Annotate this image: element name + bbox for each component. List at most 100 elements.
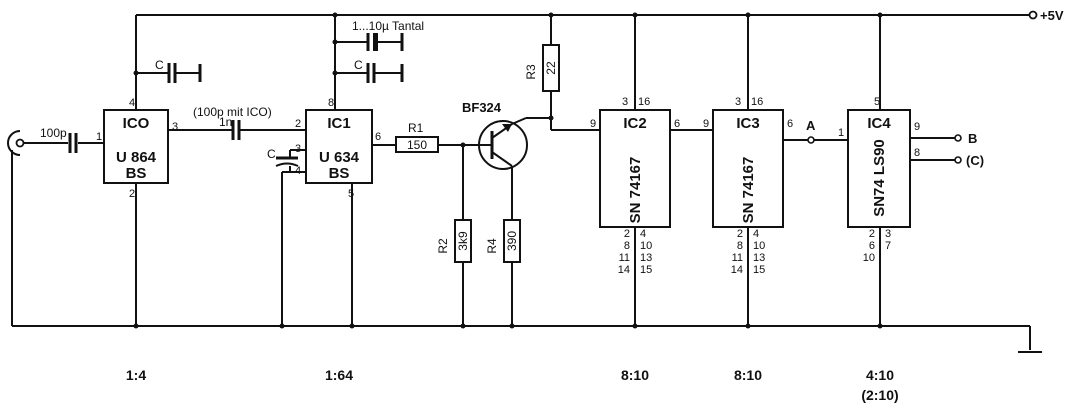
svg-text:R4: R4	[485, 238, 499, 254]
ic-ic3: IC3 SN 74167 3 16 9 6 2 8 11 14 4 10 13 …	[703, 15, 793, 326]
svg-text:9: 9	[703, 118, 709, 130]
svg-text:SN 74167: SN 74167	[740, 157, 757, 224]
svg-text:7: 7	[885, 240, 891, 252]
division-ratios: 1:4 1:64 8:10 8:10 4:10 (2:10)	[126, 367, 899, 403]
output-b: B	[910, 131, 977, 146]
output-c: (C)	[910, 153, 984, 168]
svg-text:8: 8	[737, 240, 743, 252]
svg-text:R2: R2	[436, 238, 450, 254]
svg-text:3: 3	[622, 96, 628, 108]
svg-text:4: 4	[640, 228, 646, 240]
ratio-ic4-alt: (2:10)	[861, 387, 898, 403]
ic-ico: ICO U 864 BS 1 3 4 2	[96, 15, 178, 326]
svg-text:3: 3	[735, 96, 741, 108]
svg-text:6: 6	[674, 118, 680, 130]
svg-text:5: 5	[874, 96, 880, 108]
svg-text:9: 9	[914, 121, 920, 133]
svg-text:6: 6	[375, 131, 381, 143]
svg-text:8: 8	[914, 147, 920, 159]
svg-text:11: 11	[732, 252, 743, 264]
ratio-ico: 1:4	[126, 367, 146, 383]
svg-text:BS: BS	[329, 165, 350, 182]
svg-text:10: 10	[753, 240, 765, 252]
svg-text:2: 2	[295, 118, 301, 130]
svg-text:1: 1	[838, 127, 844, 139]
capacitor-ico-decoupling: C	[136, 58, 202, 83]
transistor-bf324: BF324	[462, 100, 528, 220]
svg-text:C: C	[354, 58, 363, 72]
svg-text:6: 6	[787, 118, 793, 130]
resistor-r1: 150 R1	[372, 121, 466, 153]
svg-text:16: 16	[638, 96, 650, 108]
svg-text:B: B	[968, 131, 977, 146]
svg-text:IC3: IC3	[736, 115, 759, 132]
svg-text:A: A	[806, 118, 816, 133]
svg-text:1...10µ Tantal: 1...10µ Tantal	[352, 19, 424, 33]
svg-text:(100p mit ICO): (100p mit ICO)	[193, 105, 272, 119]
svg-text:10: 10	[640, 240, 652, 252]
svg-text:13: 13	[753, 252, 765, 264]
svg-text:15: 15	[640, 264, 652, 276]
svg-text:3: 3	[885, 228, 891, 240]
svg-text:150: 150	[407, 138, 427, 152]
svg-text:R3: R3	[524, 64, 538, 80]
svg-text:4: 4	[753, 228, 759, 240]
svg-text:2: 2	[737, 228, 743, 240]
svg-text:IC1: IC1	[327, 115, 350, 132]
supply-label: +5V	[1040, 8, 1064, 23]
output-a: A	[783, 118, 848, 144]
svg-text:14: 14	[731, 264, 743, 276]
svg-text:U 864: U 864	[116, 149, 157, 166]
svg-text:1: 1	[96, 131, 102, 143]
svg-text:ICO: ICO	[123, 115, 150, 132]
svg-text:3k9: 3k9	[456, 231, 470, 251]
svg-text:9: 9	[590, 118, 596, 130]
svg-text:BF324: BF324	[462, 100, 502, 115]
svg-text:16: 16	[751, 96, 763, 108]
capacitor-ic1-decoupling: C	[335, 58, 404, 83]
svg-text:SN 74167: SN 74167	[627, 157, 644, 224]
svg-text:IC2: IC2	[623, 115, 646, 132]
resistor-r3: 22 R3	[524, 15, 600, 131]
svg-text:BS: BS	[126, 165, 147, 182]
ratio-ic3: 8:10	[734, 367, 762, 383]
capacitor-input: 100p	[40, 126, 104, 153]
ic-ic2: IC2 SN 74167 3 16 9 6 2 8 11 14 4 10 13 …	[590, 15, 680, 326]
svg-text:8: 8	[624, 240, 630, 252]
ratio-ic2: 8:10	[621, 367, 649, 383]
svg-text:390: 390	[505, 231, 519, 251]
capacitor-ic1-timing: C	[267, 147, 306, 326]
svg-text:100p: 100p	[40, 126, 67, 140]
svg-text:SN74 LS90: SN74 LS90	[871, 139, 888, 217]
svg-text:C: C	[267, 147, 276, 161]
svg-text:R1: R1	[408, 121, 424, 135]
svg-text:2: 2	[869, 228, 875, 240]
ground-rail	[12, 323, 1042, 353]
svg-text:3: 3	[172, 121, 178, 133]
svg-text:10: 10	[863, 252, 875, 264]
capacitor-tantal: 1...10µ Tantal	[335, 19, 424, 51]
svg-text:2: 2	[624, 228, 630, 240]
resistor-r2: 3k9 R2	[436, 145, 472, 326]
svg-text:U 634: U 634	[319, 149, 360, 166]
ratio-ic4: 4:10	[866, 367, 894, 383]
ic-ic1: IC1 U 634 BS 2 3 4 8 6 5	[295, 15, 381, 326]
svg-text:6: 6	[869, 240, 875, 252]
input-connector	[7, 130, 68, 326]
svg-text:4: 4	[129, 97, 135, 109]
svg-text:15: 15	[753, 264, 765, 276]
svg-text:IC4: IC4	[867, 115, 891, 132]
ratio-ic1: 1:64	[325, 367, 353, 383]
capacitor-coupling: 1n (100p mit ICO)	[168, 105, 306, 140]
svg-text:(C): (C)	[966, 153, 984, 168]
svg-text:14: 14	[618, 264, 630, 276]
svg-text:8: 8	[328, 97, 334, 109]
svg-text:2: 2	[129, 188, 135, 200]
resistor-r4: 390 R4	[485, 219, 521, 326]
svg-text:11: 11	[619, 252, 630, 264]
svg-text:1n: 1n	[219, 115, 232, 129]
svg-text:C: C	[155, 58, 164, 72]
svg-text:13: 13	[640, 252, 652, 264]
supply-rail: +5V	[136, 8, 1064, 23]
